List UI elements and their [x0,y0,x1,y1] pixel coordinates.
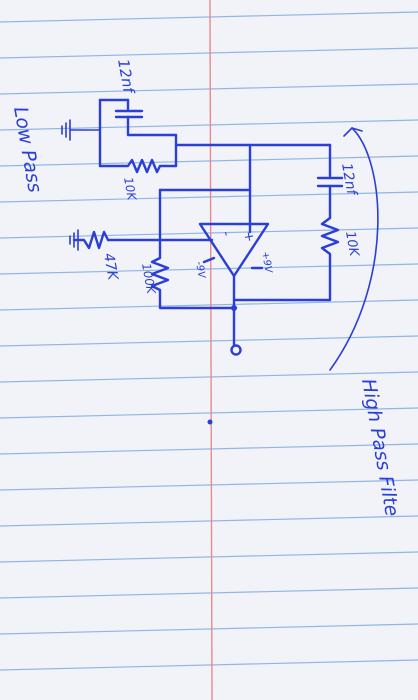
arrow-curve [329,127,379,371]
high-pass-capacitor [316,143,344,220]
ground-icon-2 [69,229,79,251]
output-terminal [230,344,242,356]
ruled-lines [0,11,418,671]
label-op-plus: + [240,230,257,243]
high-pass-annotation: High Pass Filte [357,377,403,518]
output-node [231,305,237,311]
ink-dot [207,419,213,425]
ground-icon [61,119,101,141]
op-amp [198,222,270,310]
arrow-head-icon [343,127,363,137]
ground-resistor [72,230,162,250]
margin-line [209,0,213,700]
low-pass-resistor [98,133,178,174]
label-c-high: 12nf [338,162,360,198]
label-r-low: 10K [121,176,139,202]
low-pass-capacitor [98,98,178,168]
label-v-pos: +9V [259,251,274,275]
gain-resistor [150,238,238,310]
low-pass-annotation: Low Pass [9,105,46,194]
label-r-gain: 100K [139,262,158,296]
label-v-neg: -9V [193,261,207,281]
label-op-minus: - [218,230,234,238]
high-pass-resistor [232,216,340,302]
label-r-high: 10K [342,230,361,259]
label-r-ground: 47K [100,252,121,283]
